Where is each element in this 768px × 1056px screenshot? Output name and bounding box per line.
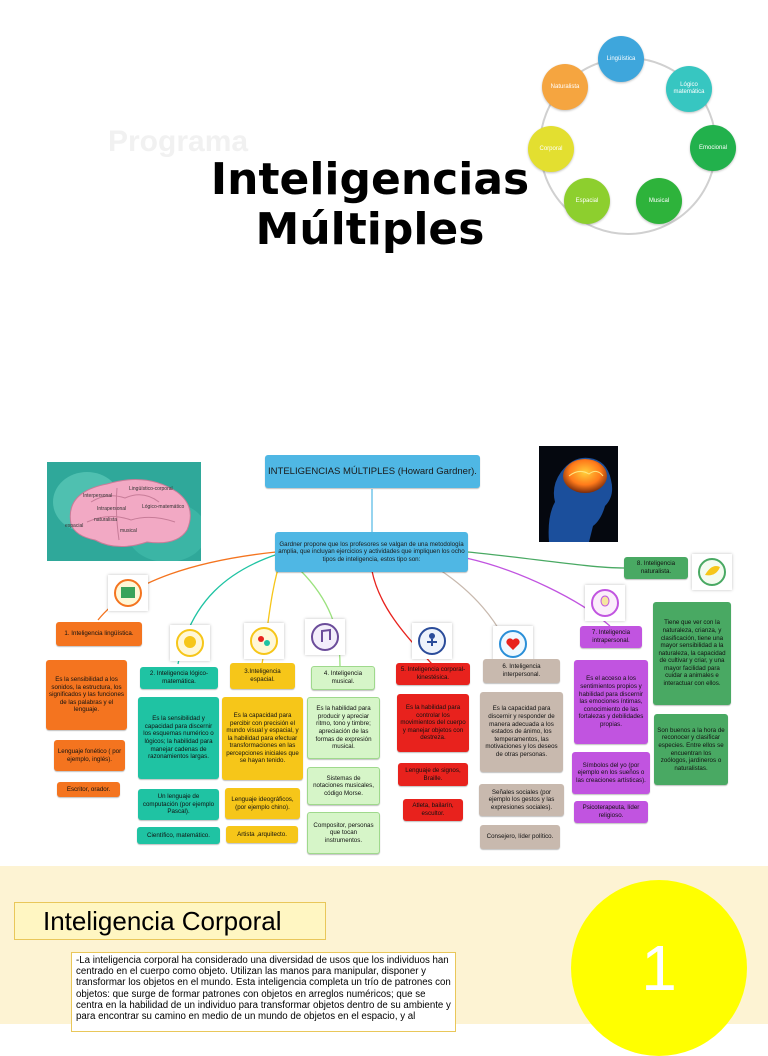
espacial-description: Es la capacidad para percibir con precis…: [222, 697, 303, 780]
corporal-role: Atleta, bailarín, escultor.: [403, 799, 463, 821]
logica-description: Es la sensibilidad y capacidad para disc…: [138, 697, 219, 779]
cycle-item-linguistica: Lingüística: [598, 36, 644, 82]
corporal-section-title: Inteligencia Corporal: [14, 902, 326, 940]
interpersonal-role: Consejero, líder político.: [480, 825, 560, 849]
cycle-item-logico-matematica: Lógico matemática: [666, 66, 712, 112]
music-note-icon: [305, 619, 345, 655]
linguistica-language: Lenguaje fonético ( por ejemplo, inglés)…: [54, 740, 125, 771]
cycle-item-naturalista: Naturalista: [542, 64, 588, 110]
book-icon: [108, 575, 148, 611]
heart-icon: [493, 626, 533, 662]
brain-label-linguistico-corporal: Lingüístico-corporal: [129, 486, 173, 492]
linguistica-description: Es la sensibilidad a los sonidos, la est…: [46, 660, 127, 730]
palette-icon: [244, 623, 284, 659]
mirror-icon: [585, 585, 625, 621]
page-title-line1: Inteligencias: [210, 154, 530, 205]
brain-label-naturalista: naturalista: [94, 517, 118, 523]
cycle-item-espacial: Espacial: [564, 178, 610, 224]
interpersonal-description: Es la capacidad para discernir y respond…: [480, 692, 563, 772]
logica-language: Un lenguaje de computación (por ejemplo …: [138, 789, 219, 820]
corporal-section-text: -La inteligencia corporal ha considerado…: [71, 952, 456, 1032]
musical-description: Es la habilidad para producir y apreciar…: [307, 697, 380, 759]
brain-label-espacial: espacial: [65, 523, 84, 529]
espacial-role: Artista ,arquitecto.: [226, 826, 298, 843]
background-watermark-text: Programa: [108, 125, 249, 158]
intelligence-cycle-diagram: Lingüística Lógico matemática Emocional …: [520, 28, 742, 238]
musical-title: 4. Inteligencia musical.: [311, 666, 375, 690]
musical-role: Compositor, personas que tocan instrumen…: [307, 812, 380, 854]
cycle-item-emocional: Emocional: [690, 125, 736, 171]
slide-number-badge: 1: [571, 880, 747, 1056]
espacial-language: Lenguaje ideográficos, (por ejemplo chin…: [225, 788, 300, 819]
logica-role: Científico, matemático.: [137, 827, 220, 844]
head-brain-illustration: [539, 446, 618, 542]
lightbulb-icon: [170, 625, 210, 661]
leaf-icon: [692, 554, 732, 590]
brain-illustration: Interpersonal Lingüístico-corporal Intra…: [47, 462, 201, 561]
linguistica-role: Escritor, orador.: [57, 782, 120, 797]
brain-drawing: [53, 472, 201, 561]
naturalista-description: Tiene que ver con la naturaleza, crianza…: [653, 602, 731, 705]
intrapersonal-role: Psicoterapeuta, líder religioso.: [574, 801, 648, 823]
logica-title: 2. Inteligencia lógico-matemática.: [140, 667, 218, 689]
naturalista-role: Son buenos a la hora de reconocer y clas…: [654, 714, 728, 785]
corporal-title: 5. Inteligencia corporal-kinestésica.: [396, 663, 470, 685]
mind-map-intro: Gardner propone que los profesores se va…: [275, 532, 468, 572]
interpersonal-language: Señales sociales (por ejemplo los gestos…: [479, 784, 564, 816]
naturalista-title: 8. Inteligencia naturalista.: [624, 557, 688, 579]
cycle-item-musical: Musical: [636, 178, 682, 224]
intrapersonal-language: Símbolos del yo (por ejemplo en los sueñ…: [572, 752, 650, 794]
musical-language: Sistemas de notaciones musicales, código…: [307, 767, 380, 805]
corporal-description: Es la habilidad para controlar los movim…: [397, 694, 469, 752]
corporal-language: Lenguaje de signos, Braille.: [398, 763, 468, 786]
cycle-item-corporal: Corporal: [528, 126, 574, 172]
brain-label-intrapersonal: Intrapersonal: [97, 506, 127, 512]
page-title-line2: Múltiples: [255, 204, 485, 255]
intrapersonal-description: Es el acceso a los sentimientos propios …: [574, 660, 648, 744]
intrapersonal-title: 7. Inteligencia intrapersonal.: [580, 626, 642, 648]
brain-label-musical: musical: [120, 528, 137, 534]
linguistica-title: 1. Inteligencia lingüística.: [56, 622, 142, 646]
body-movement-icon: [412, 623, 452, 659]
interpersonal-title: 6. Inteligencia interpersonal.: [483, 659, 560, 683]
head-drawing: [548, 457, 613, 542]
brain-label-logico-matematico: Lógico-matemático: [142, 504, 185, 510]
mind-map-root: INTELIGENCIAS MÚLTIPLES (Howard Gardner)…: [265, 455, 480, 488]
espacial-title: 3.Inteligencia espacial.: [230, 663, 295, 689]
brain-label-interpersonal: Interpersonal: [83, 493, 113, 499]
